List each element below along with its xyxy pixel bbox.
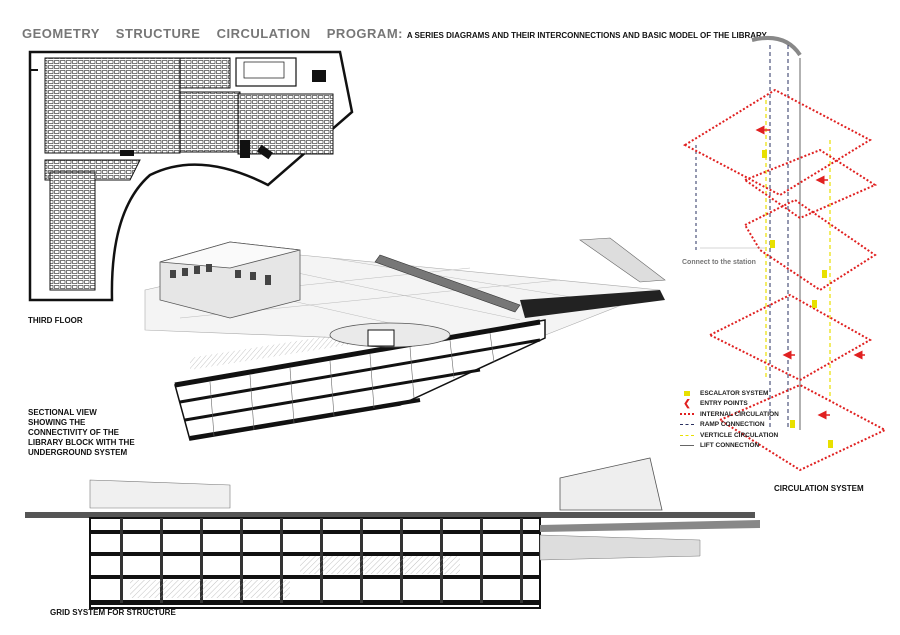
circulation-legend: ESCALATOR SYSTEM ❮ ENTRY POINTS INTERNAL… xyxy=(680,388,779,451)
legend-item-entry: ❮ ENTRY POINTS xyxy=(680,398,779,410)
legend-item-lift: LIFT CONNECTION xyxy=(680,441,779,452)
entry-arrow-icon: ❮ xyxy=(683,398,691,409)
grid-structure-section xyxy=(25,457,760,609)
third-floor-plan xyxy=(28,50,354,302)
legend-label: ENTRY POINTS xyxy=(700,400,748,408)
sectional-aerial-view xyxy=(144,237,666,441)
legend-label: RAMP CONNECTION xyxy=(700,421,765,429)
legend-item-vertical: VERTICLE CIRCULATION xyxy=(680,430,779,441)
circulation-system-label: CIRCULATION SYSTEM xyxy=(774,484,864,493)
sectional-view-label: SECTIONAL VIEW SHOWING THE CONNECTIVITY … xyxy=(28,408,135,457)
connect-station-callout: Connect to the station xyxy=(682,259,756,266)
third-floor-label: THIRD FLOOR xyxy=(28,316,83,325)
legend-item-escalator: ESCALATOR SYSTEM xyxy=(680,388,779,399)
escalator-swatch-icon xyxy=(680,390,694,396)
title-subtitle: A SERIES DIAGRAMS AND THEIR INTERCONNECT… xyxy=(406,31,769,40)
dashed-navy-line-icon xyxy=(680,422,694,428)
dotted-red-line-icon xyxy=(680,411,694,417)
page-title: GEOMETRY STRUCTURE CIRCULATION PROGRAM: … xyxy=(22,26,768,41)
legend-label: LIFT CONNECTION xyxy=(700,442,760,450)
legend-item-ramp: RAMP CONNECTION xyxy=(680,420,779,431)
legend-label: INTERNAL CIRCULATION xyxy=(700,410,779,418)
legend-label: ESCALATOR SYSTEM xyxy=(700,389,769,397)
legend-item-internal: INTERNAL CIRCULATION xyxy=(680,409,779,420)
circulation-diagram xyxy=(682,35,888,472)
legend-label: VERTICLE CIRCULATION xyxy=(700,431,779,439)
dashed-yellow-line-icon xyxy=(680,432,694,438)
grid-system-label: GRID SYSTEM FOR STRUCTURE xyxy=(50,608,176,617)
solid-grey-line-icon xyxy=(680,443,694,449)
title-main: GEOMETRY STRUCTURE CIRCULATION PROGRAM: xyxy=(22,26,403,41)
